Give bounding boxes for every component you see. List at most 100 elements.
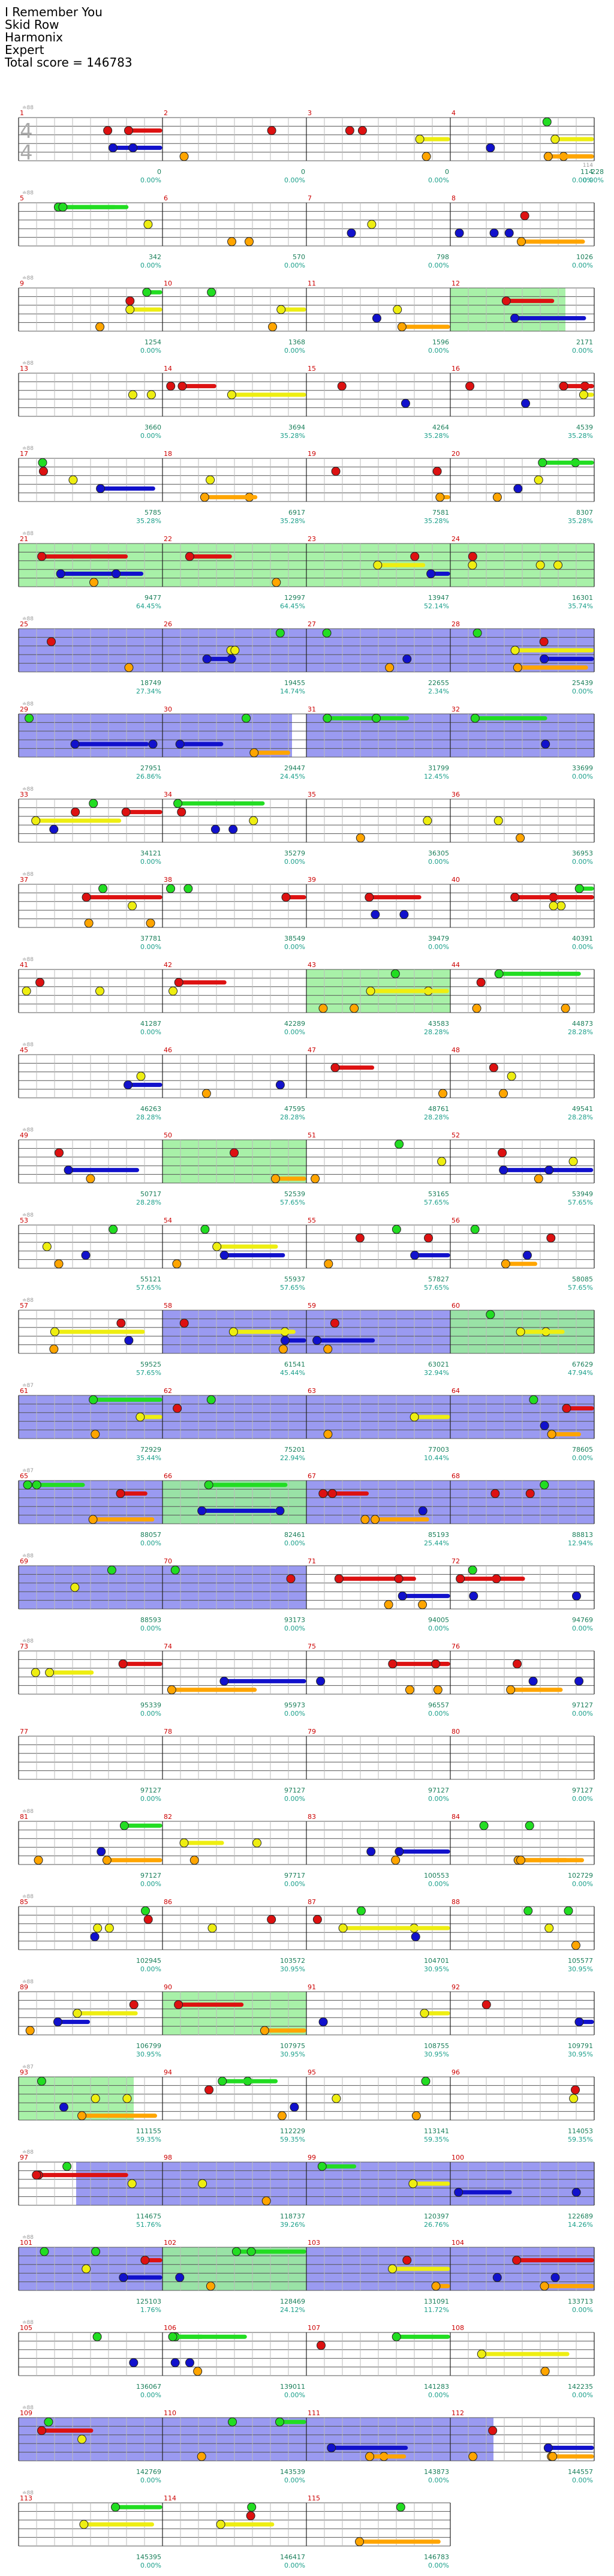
measure-score: 146783 [424,2553,449,2561]
measure-number: 28 [452,620,460,628]
measure-number: 44 [452,961,460,969]
note-gem [396,2502,405,2512]
note-gem [79,2520,89,2529]
note-gem [35,978,45,987]
measure-score: 63021 [428,1361,449,1368]
note-gem [334,1574,344,1584]
measure-score: 143539 [280,2468,305,2476]
note-gem [37,2426,47,2436]
note-gem [432,467,442,476]
note-gem [42,1242,52,1251]
measure-score: 118737 [280,2212,305,2220]
chart-row: 49≐885071728.28%505253957.65%515316557.6… [18,1127,595,1206]
measure-percent: 0.00% [572,858,593,866]
measure-percent: 0.00% [140,2391,161,2399]
measure-score: 55937 [284,1275,305,1283]
note-gem [420,2008,429,2018]
note-gem [206,1395,216,1404]
measure-score: 108755 [424,2042,449,2050]
measure-percent: 0.00% [572,943,593,951]
note-gem [54,1259,64,1269]
measure-number: 75 [308,1643,316,1650]
note-gem [276,305,286,314]
note-gem [418,1506,428,1515]
chart-row: 81≐88971270.00%82977170.00%831005530.00%… [18,1809,595,1888]
measure-score: 82461 [284,1531,305,1539]
note-gem [322,628,332,638]
measure-score: 97717 [284,1872,305,1880]
note-gem [146,390,156,400]
note-gem [32,1480,41,1490]
measure-percent: 52.14% [424,602,449,610]
note-gem [212,1242,222,1251]
measure-percent: 0.00% [572,262,593,269]
note-gem [410,552,420,562]
measure-number: 54 [164,1217,172,1224]
note-gem [395,1139,404,1149]
measure-number: 67 [308,1472,316,1480]
measure-score: 131091 [424,2298,449,2305]
measure-score: 136067 [136,2383,161,2391]
measure-number: 78 [164,1728,172,1736]
note-gem [89,578,99,587]
note-gem [489,1063,498,1073]
note-gem [486,1310,495,1319]
note-gem [544,1165,554,1175]
measure-score: 5785 [145,509,161,517]
note-gem [55,1148,64,1158]
note-gem [207,287,216,297]
note-gem [201,1089,211,1098]
note-gem [493,816,503,825]
note-gem [267,126,276,136]
note-gem [89,1395,98,1404]
note-gem [95,986,105,996]
measure-percent: 59.35% [136,2136,161,2143]
note-gem [267,1915,276,1925]
note-gem [86,1174,95,1184]
note-gem [367,220,377,229]
measure-score: 72929 [140,1446,161,1454]
note-gem [542,117,552,127]
note-gem [311,1174,320,1184]
chart-row: 109≐881427690.00%1101435390.00%111143873… [18,2405,595,2484]
note-gem [148,739,158,749]
note-gem [91,1430,100,1439]
note-gem [70,1583,80,1592]
note-gem [512,2256,522,2265]
measure-score: 95973 [284,1701,305,1709]
measure-number: 2 [164,109,168,117]
measure-percent: 0.00% [428,176,449,184]
note-gem [183,884,193,893]
tempo-marker: ≐88 [22,786,34,792]
note-gem [534,1174,543,1184]
note-gem [128,901,137,911]
measure-percent: 32.94% [424,1369,449,1377]
measure-number: 18 [164,450,172,458]
note-gem [146,918,155,928]
note-gem [499,1165,508,1175]
measure-percent: 0.00% [140,432,161,440]
measure-number: 30 [164,705,172,713]
total-score: Total score = 146783 [5,55,133,70]
note-gem [564,1906,573,1916]
tempo-marker: ≐88 [22,2149,34,2155]
note-gem [231,2247,241,2256]
measure-percent: 0.00% [428,347,449,355]
measure-score: 100553 [424,1872,449,1880]
note-gem [468,2452,478,2461]
measure-percent: 35.44% [136,1454,161,1462]
note-gem [189,1856,199,1865]
measure-score: 7581 [432,509,449,517]
note-gem [170,1565,180,1575]
measure-number: 103 [308,2239,320,2247]
measure-number: 20 [452,450,460,458]
measure-score: 9477 [145,594,161,602]
measure-number: 73 [20,1643,28,1650]
measure-number: 61 [20,1387,28,1395]
chart-row: 113≐881453950.00%1141464170.00%115146783… [18,2490,451,2569]
tempo-marker: ≐88 [22,1638,34,1644]
measure-score: 31799 [428,764,449,772]
tempo-marker: ≐87 [22,2064,34,2070]
note-gem [327,1489,337,1499]
measure-number: 15 [308,365,316,373]
